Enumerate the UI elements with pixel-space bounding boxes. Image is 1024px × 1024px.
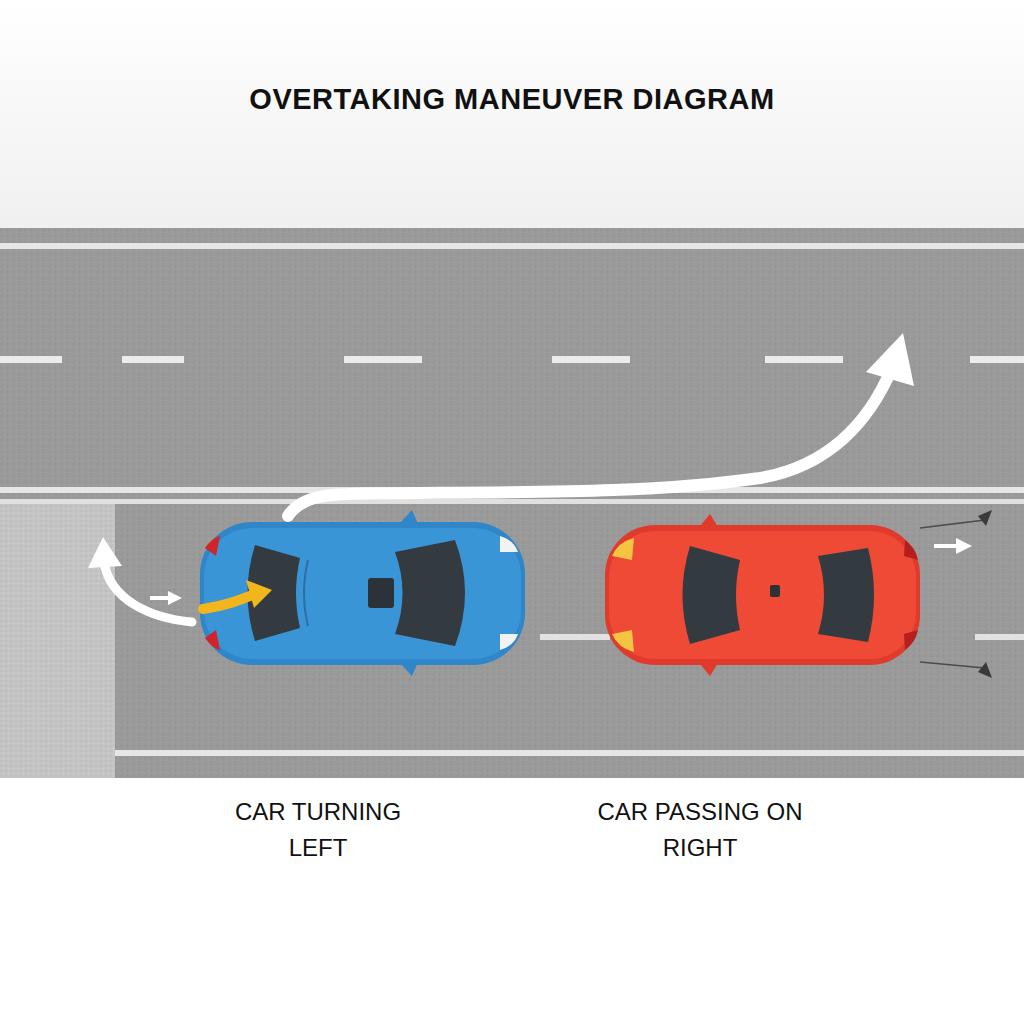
edge-line bbox=[115, 750, 1024, 756]
motion-arrow bbox=[150, 596, 168, 600]
edge-line bbox=[0, 243, 1024, 249]
background bbox=[0, 0, 1024, 228]
separator-line bbox=[0, 499, 1024, 504]
red-car bbox=[605, 514, 920, 676]
diagram-title: OVERTAKING MANEUVER DIAGRAM bbox=[112, 83, 912, 116]
lane-dashes bbox=[0, 356, 1024, 363]
blue-car bbox=[200, 510, 525, 676]
motion-arrow bbox=[956, 538, 972, 554]
motion-arrow bbox=[934, 544, 956, 548]
background bbox=[0, 778, 1024, 1024]
turn-arrow bbox=[104, 562, 192, 622]
motion-arrow bbox=[168, 591, 182, 605]
turn-signal-arrow bbox=[246, 580, 272, 608]
vehicle-label: CAR TURNING LEFT bbox=[203, 794, 433, 866]
turn-arrow bbox=[88, 537, 122, 568]
skid-mark bbox=[920, 520, 985, 668]
overtaking-path bbox=[866, 333, 914, 386]
gravel-shoulder bbox=[0, 504, 115, 778]
vehicle-label: CAR PASSING ON RIGHT bbox=[585, 794, 815, 866]
skid-mark bbox=[978, 510, 992, 678]
road bbox=[0, 228, 1024, 778]
overtaking-path bbox=[288, 368, 892, 516]
turn-signal-arrow bbox=[203, 594, 255, 609]
